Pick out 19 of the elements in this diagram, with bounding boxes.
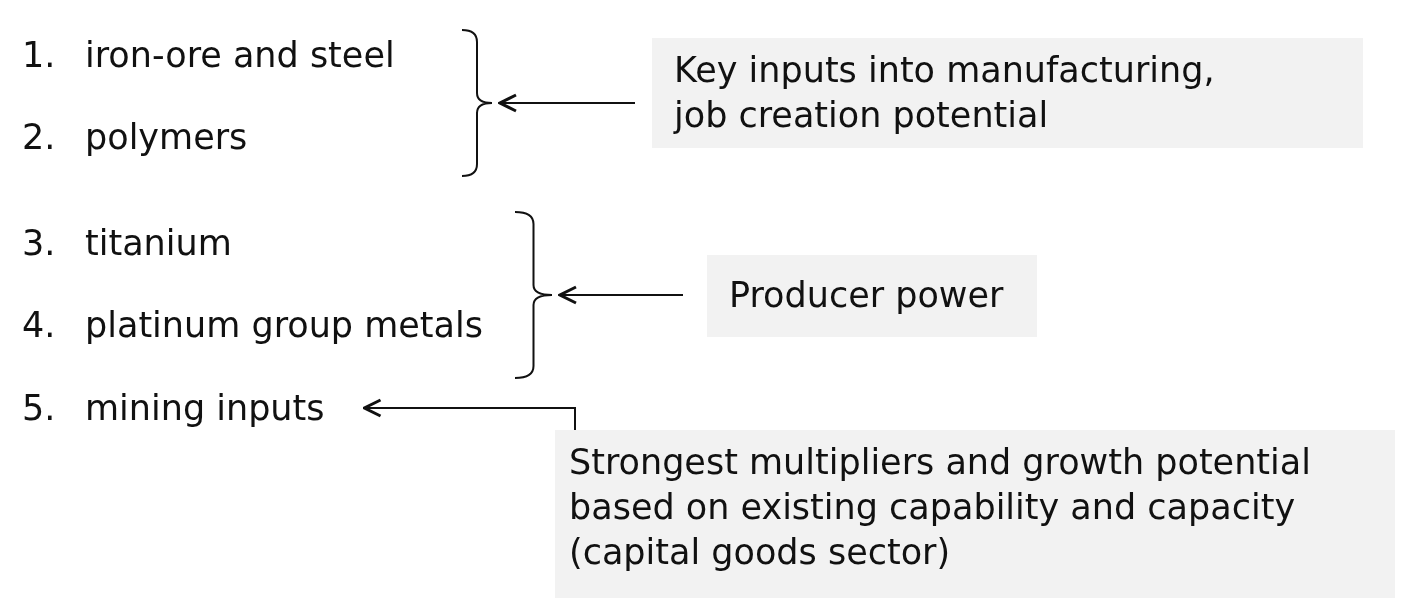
- arrow: [363, 398, 576, 431]
- list-item-text: mining inputs: [85, 388, 325, 428]
- arrow: [498, 93, 636, 113]
- list-number: 4.: [22, 305, 57, 345]
- list-item-text: platinum group metals: [85, 305, 483, 345]
- list-item-text: iron-ore and steel: [85, 35, 395, 75]
- list-number: 2.: [22, 117, 57, 157]
- note-text: Strongest multipliers and growth potential based on existing capability and capacity (capital goods sector): [569, 441, 1312, 574]
- list-number: 3.: [22, 223, 57, 263]
- bracket: [461, 29, 493, 177]
- note-text: Producer power: [729, 274, 1005, 317]
- list-number: 1.: [22, 35, 57, 75]
- bracket: [514, 211, 553, 379]
- list-number: 5.: [22, 388, 57, 428]
- note-text: Key inputs into manufacturing, job creation potential: [674, 49, 1216, 137]
- list-item-text: titanium: [85, 223, 232, 263]
- note-box: [555, 430, 1395, 598]
- arrow: [558, 285, 684, 305]
- list-item-text: polymers: [85, 117, 248, 157]
